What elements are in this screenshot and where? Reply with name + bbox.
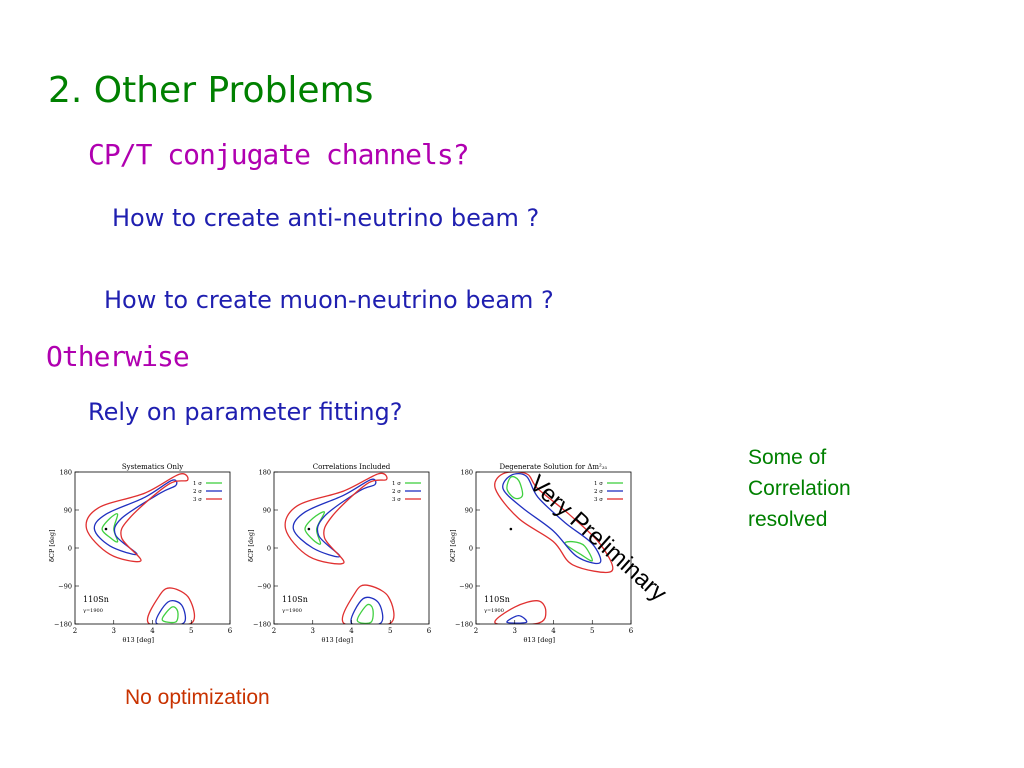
y-tick-label: −180 <box>253 621 271 629</box>
x-tick-label: 4 <box>349 627 354 635</box>
gamma-annotation: γ=1900 <box>484 608 504 614</box>
x-tick-label: 6 <box>629 627 634 635</box>
legend-label: 2 σ <box>392 489 401 495</box>
y-axis-label: δCP [deg] <box>48 529 56 562</box>
legend-label: 3 σ <box>392 497 401 503</box>
contour-group <box>284 472 395 624</box>
y-tick-label: 180 <box>60 469 72 477</box>
y-axis-label: δCP [deg] <box>247 529 255 562</box>
contour-1sigma <box>161 606 179 624</box>
plot-degenerate-solution: Degenerate Solution for Δm²₃₁ 2 3 4 5 6 180 90 0… <box>446 460 636 648</box>
y-tick-label: −180 <box>455 621 473 629</box>
y-tick-label: 180 <box>259 469 271 477</box>
contour-3sigma <box>284 472 388 565</box>
contour-2sigma <box>506 614 528 624</box>
y-tick-label: 90 <box>263 507 271 515</box>
contour-3sigma <box>146 587 196 624</box>
contour-2sigma <box>93 479 178 556</box>
x-tick-label: 2 <box>73 627 77 635</box>
y-tick-label: −180 <box>54 621 72 629</box>
y-tick-label: 180 <box>461 469 473 477</box>
no-optimization-caption: No optimization <box>125 686 270 709</box>
y-tick-label: −90 <box>459 583 473 591</box>
x-axis-label: θ13 [deg] <box>123 636 155 644</box>
contour-group <box>85 473 196 624</box>
y-tick-label: −90 <box>58 583 72 591</box>
legend-label: 2 σ <box>594 489 603 495</box>
best-fit-point <box>509 527 513 531</box>
x-tick-label: 2 <box>474 627 478 635</box>
plot-correlations-included: Correlations Included 2 3 4 5 6 180 90 0 −90 −180 θ… <box>244 460 434 648</box>
contour-3sigma <box>85 473 189 563</box>
gamma-annotation: γ=1900 <box>282 608 302 614</box>
x-tick-label: 3 <box>513 627 517 635</box>
contour-1sigma <box>356 603 374 624</box>
gamma-annotation: γ=1900 <box>83 608 103 614</box>
contour-1sigma <box>101 513 119 543</box>
slide-title: 2. Other Problems <box>48 70 374 111</box>
question-anti-neutrino: How to create anti-neutrino beam ? <box>112 204 540 232</box>
plot-correlations-included-svg: Correlations Included 2 3 4 5 6 180 90 0 −90 −180 θ… <box>247 463 432 644</box>
y-tick-label: 0 <box>68 545 72 553</box>
subtitle-cpt-channels: CP/T conjugate channels? <box>88 138 470 171</box>
x-tick-label: 3 <box>311 627 315 635</box>
plot-systematics-only: Systematics Only 2 3 4 5 6 180 90 0 −90 −180 θ13 [d… <box>45 460 235 648</box>
plot-degenerate-solution-svg: Degenerate Solution for Δm²₃₁ 2 3 4 5 6 180 90 0… <box>449 463 634 644</box>
legend-label: 1 σ <box>594 481 603 487</box>
legend-label: 3 σ <box>193 497 202 503</box>
x-axis-label: θ13 [deg] <box>524 636 556 644</box>
contour-1sigma <box>506 475 524 500</box>
nucleus-annotation: 110Sn <box>83 595 109 604</box>
plot-title: Systematics Only <box>122 463 183 471</box>
correlation-note: Some of Correlation resolved <box>748 446 851 531</box>
x-tick-label: 5 <box>189 627 193 635</box>
x-tick-label: 5 <box>590 627 594 635</box>
legend-label: 1 σ <box>193 481 202 487</box>
x-tick-label: 2 <box>272 627 276 635</box>
best-fit-point <box>104 527 108 531</box>
x-tick-label: 6 <box>427 627 432 635</box>
contour-1sigma <box>304 511 326 545</box>
x-tick-label: 5 <box>388 627 392 635</box>
nucleus-annotation: 110Sn <box>282 595 308 604</box>
contour-3sigma <box>341 584 395 624</box>
subtitle-otherwise: Otherwise <box>46 340 190 373</box>
x-tick-label: 4 <box>150 627 155 635</box>
best-fit-point <box>307 527 311 531</box>
plot-title: Correlations Included <box>313 463 391 471</box>
contour-2sigma <box>155 600 187 624</box>
y-tick-label: −90 <box>257 583 271 591</box>
x-axis-label: θ13 [deg] <box>322 636 354 644</box>
nucleus-annotation: 110Sn <box>484 595 510 604</box>
question-parameter-fitting: Rely on parameter fitting? <box>88 398 403 426</box>
y-tick-label: 0 <box>267 545 271 553</box>
contour-1sigma <box>564 540 593 562</box>
contour-2sigma <box>292 478 377 558</box>
x-tick-label: 3 <box>112 627 116 635</box>
plot-title: Degenerate Solution for Δm²₃₁ <box>500 463 608 471</box>
x-tick-label: 4 <box>551 627 556 635</box>
plot-systematics-only-svg: Systematics Only 2 3 4 5 6 180 90 0 −90 −180 θ13 [d… <box>48 463 233 644</box>
legend-label: 1 σ <box>392 481 401 487</box>
contour-2sigma <box>502 473 602 565</box>
contour-2sigma <box>350 596 384 624</box>
y-tick-label: 0 <box>469 545 473 553</box>
y-tick-label: 90 <box>465 507 473 515</box>
legend-label: 2 σ <box>193 489 202 495</box>
legend-label: 3 σ <box>594 497 603 503</box>
x-tick-label: 6 <box>228 627 233 635</box>
y-axis-label: δCP [deg] <box>449 529 457 562</box>
y-tick-label: 90 <box>64 507 72 515</box>
question-muon-neutrino: How to create muon-neutrino beam ? <box>104 286 554 314</box>
